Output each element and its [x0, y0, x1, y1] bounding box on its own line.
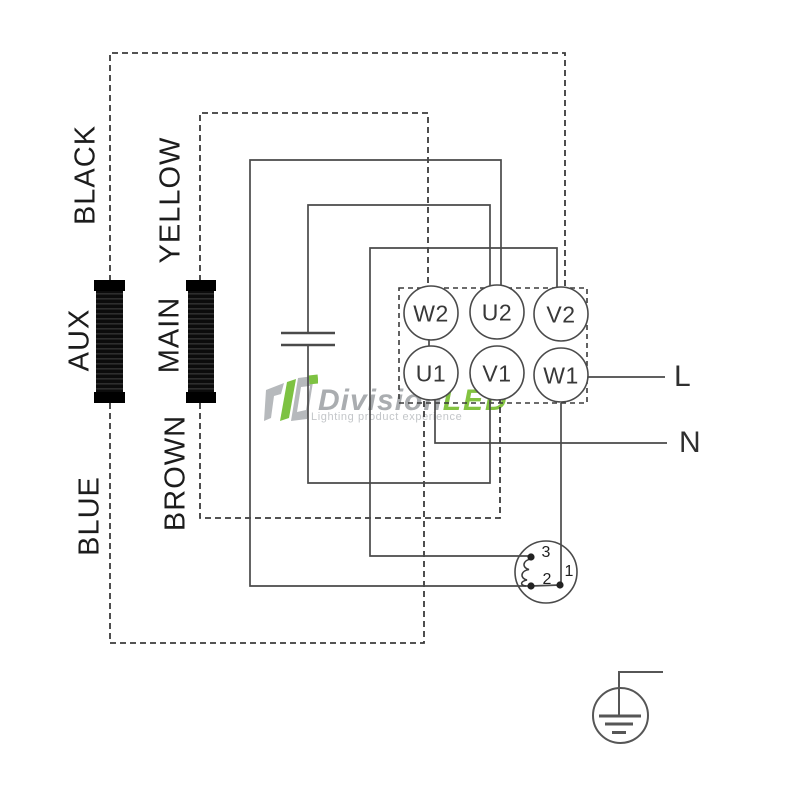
- neutral-wire: [434, 400, 667, 444]
- yellow-wire-label: YELLOW: [154, 136, 187, 264]
- brown-wire-label: BROWN: [159, 414, 192, 532]
- terminal-v1-label: V1: [482, 360, 512, 387]
- terminal-u2: [469, 284, 525, 340]
- switch-wiper: [520, 558, 532, 587]
- wire-switch3-to-v2: [369, 247, 558, 557]
- wire-capacitor-to-v1: [307, 346, 491, 484]
- terminal-v1: [469, 345, 525, 401]
- black-wire-label: BLACK: [69, 124, 102, 226]
- switch-contact-3: [527, 553, 535, 561]
- terminal-w1: [533, 347, 589, 403]
- terminal-v2: [533, 286, 589, 342]
- selector-switch: [514, 540, 578, 604]
- switch-position-2-label: 2: [542, 571, 552, 588]
- terminal-w2: [403, 285, 459, 341]
- wire-capacitor-to-u2: [307, 204, 491, 332]
- aux-coil: [94, 280, 125, 403]
- switch-position-3-label: 3: [541, 544, 551, 561]
- blue-wire-label: BLUE: [73, 476, 106, 556]
- terminal-u2-label: U2: [481, 299, 513, 326]
- ground-symbol: [592, 671, 663, 744]
- brown-wire: [199, 400, 501, 519]
- terminal-w2-label: W2: [413, 300, 449, 327]
- live-label: L: [674, 360, 691, 393]
- terminal-v2-label: V2: [546, 301, 576, 328]
- yellow-wire: [199, 112, 429, 286]
- switch-contact-1: [556, 581, 564, 589]
- wire-switch2-to-u2: [249, 159, 531, 587]
- terminal-w1-label: W1: [543, 362, 579, 389]
- capacitor: [281, 331, 335, 347]
- black-wire: [109, 52, 566, 289]
- main-coil-label: MAIN: [153, 296, 186, 374]
- terminal-u1-label: U1: [415, 360, 447, 387]
- neutral-label: N: [679, 426, 701, 459]
- blue-wire: [109, 400, 425, 644]
- main-coil: [186, 280, 216, 403]
- aux-coil-label: AUX: [63, 308, 96, 372]
- terminal-u1: [403, 345, 459, 401]
- switch-contact-2: [527, 582, 535, 590]
- switch-position-1-label: 1: [564, 563, 574, 580]
